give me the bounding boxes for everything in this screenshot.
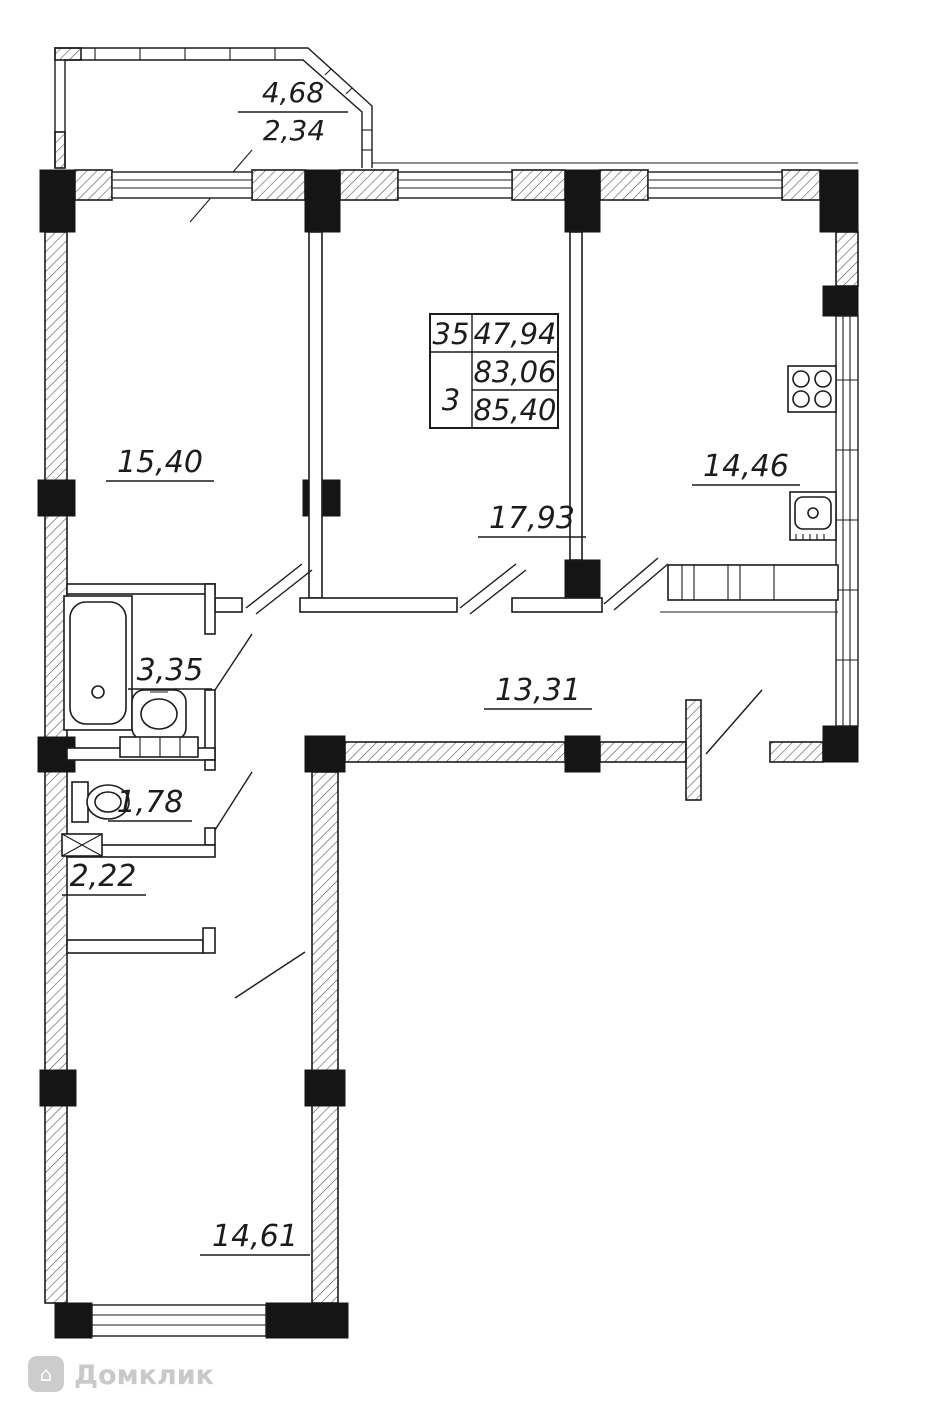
- vent-shaft-icon: [61, 833, 103, 857]
- label-wc: 1,78: [108, 785, 192, 822]
- balcony-area-full: 4,68: [262, 76, 324, 109]
- door-room-center: [459, 563, 527, 615]
- kitchen-fixtures: [660, 365, 839, 613]
- label-corridor: 2,22: [62, 859, 146, 896]
- svg-text:17,93: 17,93: [489, 501, 575, 536]
- window-bottom: [91, 1304, 267, 1337]
- bathroom-top-wall: [66, 583, 216, 595]
- svg-text:14,61: 14,61: [212, 1219, 298, 1254]
- door-room-bottom: [234, 951, 306, 999]
- stamp-total-area: 85,40: [473, 393, 556, 427]
- label-room-center: 17,93: [478, 501, 586, 538]
- door-kitchen: [603, 557, 669, 611]
- lower-right-wall: [311, 771, 339, 1304]
- balcony-outline: [54, 47, 373, 223]
- room-labels: 4,68 2,34 15,40 17,93 14,46 3,35 1,78 2,…: [62, 76, 800, 1256]
- svg-text:15,40: 15,40: [117, 445, 203, 480]
- svg-text:14,46: 14,46: [703, 449, 789, 484]
- bathroom-fixtures: [61, 595, 199, 857]
- window-top-2: [397, 171, 513, 199]
- watermark-house-glyph: ⌂: [40, 1362, 53, 1386]
- label-room-bottom: 14,61: [200, 1219, 310, 1256]
- label-room-top-left: 15,40: [106, 445, 214, 482]
- area-stamp-table: 35 3 47,94 83,06 85,40: [429, 313, 559, 429]
- svg-text:13,31: 13,31: [495, 673, 581, 708]
- doors: [214, 557, 763, 999]
- door-entry: [705, 689, 763, 755]
- svg-text:3,35: 3,35: [137, 653, 204, 688]
- door-wc: [214, 771, 253, 831]
- kitchen-right-stub: [835, 231, 859, 287]
- label-bathroom: 3,35: [128, 653, 212, 690]
- label-kitchen: 14,46: [692, 449, 800, 486]
- label-balcony: 4,68 2,34: [238, 76, 348, 147]
- stamp-rooms-count: 3: [442, 383, 460, 417]
- kitchen-sink-icon: [789, 491, 837, 541]
- bathroom-counter: [119, 736, 199, 758]
- kitchen-counter: [660, 564, 839, 613]
- svg-text:2,22: 2,22: [70, 859, 137, 894]
- toilet-icon: [71, 781, 130, 823]
- watermark-brand: Домклик: [74, 1360, 214, 1391]
- door-room-top-left: [245, 563, 313, 615]
- bathroom-sink-icon: [131, 689, 187, 741]
- stamp-flat-number: 35: [433, 317, 470, 351]
- bathtub-icon: [63, 595, 133, 731]
- label-hallway: 13,31: [484, 673, 592, 710]
- window-kitchen-right: [835, 315, 859, 727]
- partition-room2-kitchen: [569, 231, 583, 561]
- bottom-room-top-wall: [66, 939, 204, 954]
- balcony-area-reduced: 2,34: [263, 114, 325, 147]
- svg-text:1,78: 1,78: [117, 785, 184, 820]
- door-bathroom: [214, 633, 253, 691]
- window-top-1: [111, 171, 253, 199]
- partition-room1-room2: [308, 231, 323, 599]
- entry-door-jamb: [685, 699, 702, 801]
- watermark: ⌂ Домклик: [28, 1356, 214, 1392]
- stamp-area-no-balcony: 83,06: [473, 355, 556, 389]
- stamp-living-area: 47,94: [473, 317, 556, 351]
- watermark-logo-icon: [28, 1356, 64, 1392]
- windows: [91, 171, 859, 1337]
- stove-icon: [787, 365, 837, 413]
- window-top-3: [647, 171, 783, 199]
